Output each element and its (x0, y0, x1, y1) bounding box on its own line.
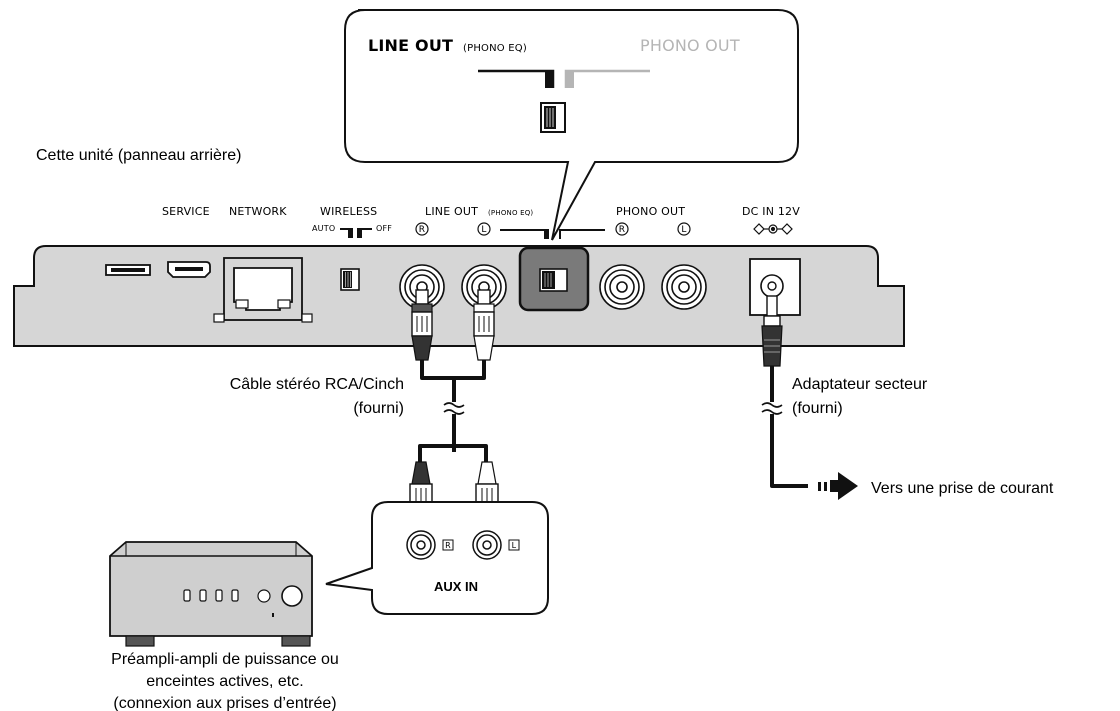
adapter-label-line2: (fourni) (792, 400, 843, 417)
phono-out-r-mark: R (615, 222, 629, 236)
line-out-label: LINE OUT (425, 205, 478, 218)
switch-callout: LINE OUT (PHONO EQ) PHONO OUT (344, 9, 799, 241)
svg-text:L: L (681, 225, 686, 235)
callout-slide-switch (540, 102, 566, 133)
outlet-arrow-icon (818, 472, 858, 500)
aux-in-l-jack (472, 530, 502, 560)
line-out-r-mark: R (415, 222, 429, 236)
wireless-switch (340, 268, 360, 291)
svg-text:R: R (445, 541, 451, 550)
adapter-label-line1: Adaptateur secteur (792, 376, 928, 393)
phono-out-l-mark: L (677, 222, 691, 236)
wireless-indicator (340, 228, 372, 238)
line-out-phono-eq-label: (PHONO EQ) (488, 209, 533, 217)
aux-in-r-jack (406, 530, 436, 560)
aux-in-l-mark: L (508, 539, 520, 551)
svg-text:L: L (481, 225, 486, 235)
amp-caption-line2: enceintes actives, etc. (146, 673, 303, 690)
service-label: SERVICE (162, 205, 210, 218)
aux-in-callout: R L AUX IN (325, 501, 549, 615)
service-port (167, 261, 211, 278)
aux-in-r-mark: R (442, 539, 454, 551)
phono-out-l-jack (661, 264, 707, 310)
panel-output-indicator (500, 229, 605, 239)
network-port (213, 257, 313, 323)
callout-phono-out-label: PHONO OUT (640, 36, 740, 55)
amp-caption-line3: (connexion aux prises d’entrée) (113, 695, 336, 711)
rca-plug-r-unit (411, 289, 433, 361)
dc-polarity-icon (753, 223, 793, 235)
outlet-label: Vers une prise de courant (871, 480, 1054, 497)
svg-text:L: L (512, 541, 517, 550)
output-selector-switch (518, 246, 590, 312)
callout-phono-eq-label: (PHONO EQ) (463, 43, 527, 54)
network-label: NETWORK (229, 205, 287, 218)
wireless-auto-label: AUTO (312, 224, 335, 233)
rca-plug-l-unit (473, 289, 495, 361)
dc-in-label: DC IN 12V (742, 205, 800, 218)
svg-text:R: R (619, 225, 625, 235)
amp-volume-knob (281, 585, 303, 607)
power-adapter-cable (761, 295, 858, 500)
wireless-label: WIRELESS (320, 205, 377, 218)
panel-channel-marks: R L R L (415, 222, 691, 236)
rca-cable-label-line1: Câble stéréo RCA/Cinch (230, 376, 404, 393)
callout-line-out-label: LINE OUT (368, 36, 453, 55)
phono-out-r-jack (599, 264, 645, 310)
wireless-off-label: OFF (376, 224, 392, 233)
line-out-l-mark: L (477, 222, 491, 236)
rca-stereo-cable (409, 289, 499, 533)
rca-cable-label-line2: (fourni) (353, 400, 404, 417)
amp-caption-line1: Préampli-ampli de puissance ou (111, 651, 339, 668)
amplifier (109, 541, 313, 647)
phono-out-label: PHONO OUT (616, 205, 685, 218)
panel-labels: SERVICE NETWORK WIRELESS AUTO OFF LINE O… (162, 205, 800, 233)
panel-caption: Cette unité (panneau arrière) (36, 147, 241, 164)
aux-in-label: AUX IN (434, 579, 478, 594)
service-usb-port (105, 264, 151, 276)
svg-text:R: R (419, 225, 425, 235)
